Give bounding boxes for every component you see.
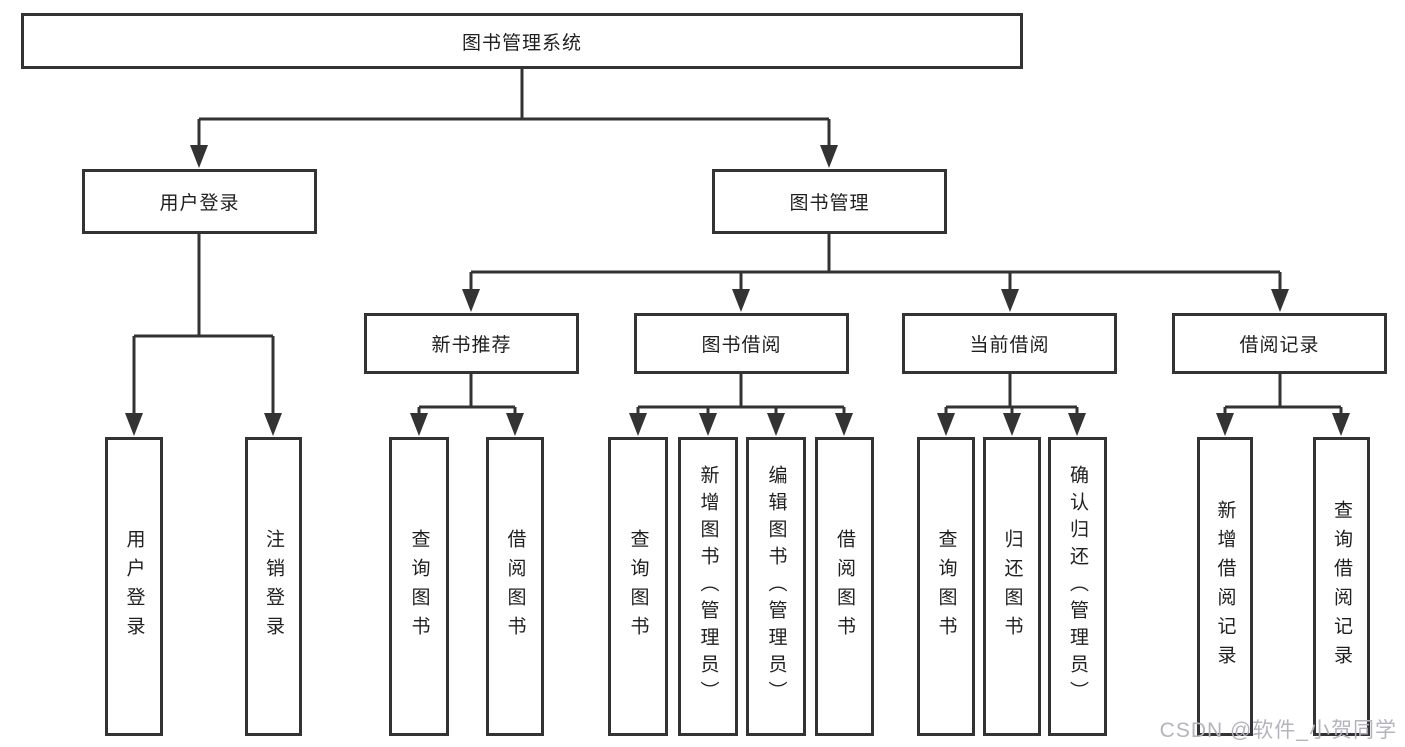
node-current-borrow: 当前借阅 — [902, 313, 1117, 374]
leaf-query-borrow-record: 查询借阅记录 — [1313, 437, 1370, 736]
leaf-add-borrow-record: 新增借阅记录 — [1197, 437, 1253, 736]
leaf-query-books: 查询图书 — [917, 437, 975, 736]
csdn-watermark: CSDN @软件_小贺同学 — [1159, 719, 1397, 742]
leaf-borrow-books: 借阅图书 — [815, 437, 874, 736]
leaf-query-books: 查询图书 — [389, 437, 449, 736]
node-system-root: 图书管理系统 — [21, 13, 1023, 69]
node-label: 新书推荐 — [431, 335, 512, 356]
leaf-confirm-return-admin: 确认归还（管理员） — [1048, 437, 1107, 736]
leaf-return-books: 归还图书 — [983, 437, 1041, 736]
node-book-borrow: 图书借阅 — [634, 313, 849, 374]
node-label: 当前借阅 — [969, 335, 1050, 356]
node-user-login-branch: 用户登录 — [82, 169, 317, 234]
node-label: 图书借阅 — [701, 335, 782, 356]
node-label: 用户登录 — [159, 193, 240, 214]
node-borrow-records: 借阅记录 — [1172, 313, 1387, 374]
leaf-add-books-admin: 新增图书（管理员） — [678, 437, 738, 736]
node-book-management-branch: 图书管理 — [712, 169, 947, 234]
leaf-user-login: 用户登录 — [105, 437, 163, 736]
leaf-borrow-books: 借阅图书 — [486, 437, 544, 736]
leaf-edit-books-admin: 编辑图书（管理员） — [746, 437, 806, 736]
node-label: 图书管理 — [789, 193, 870, 214]
node-label: 图书管理系统 — [461, 32, 582, 54]
leaf-logout: 注销登录 — [245, 437, 302, 736]
node-label: 借阅记录 — [1239, 335, 1320, 356]
node-new-book-recommend: 新书推荐 — [364, 313, 579, 374]
leaf-query-books: 查询图书 — [608, 437, 668, 736]
